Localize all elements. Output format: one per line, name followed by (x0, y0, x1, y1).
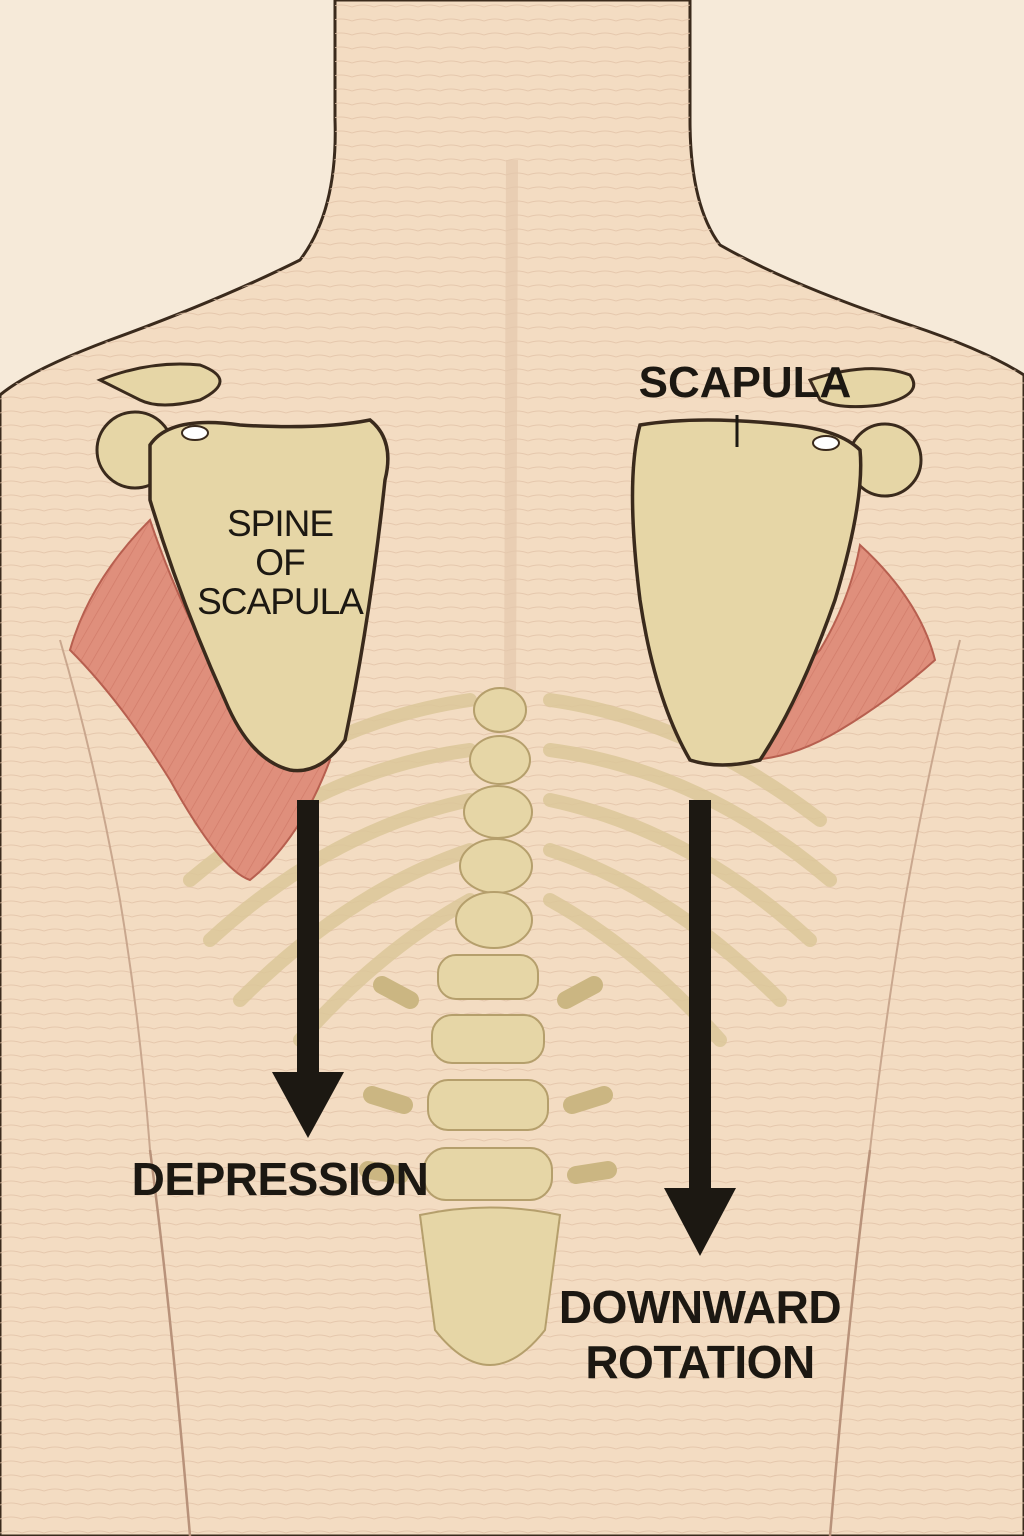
scapula-label: SCAPULA (638, 358, 852, 407)
depression-arrow (272, 800, 344, 1138)
left-arm-line (59, 639, 151, 1151)
spine-of-scapula-label: SPINE OF SCAPULA (197, 503, 364, 622)
downward-rotation-label: DOWNWARD ROTATION (558, 1281, 842, 1389)
right-arm-line (869, 639, 961, 1151)
vertebral-column (359, 687, 617, 1366)
right-scapula (630, 367, 923, 767)
left-scapula (95, 362, 390, 773)
rib-cage (183, 693, 837, 1047)
depression-label: DEPRESSION (131, 1153, 429, 1205)
sacrum (418, 1206, 562, 1366)
downward-rotation-arrow (664, 800, 736, 1256)
